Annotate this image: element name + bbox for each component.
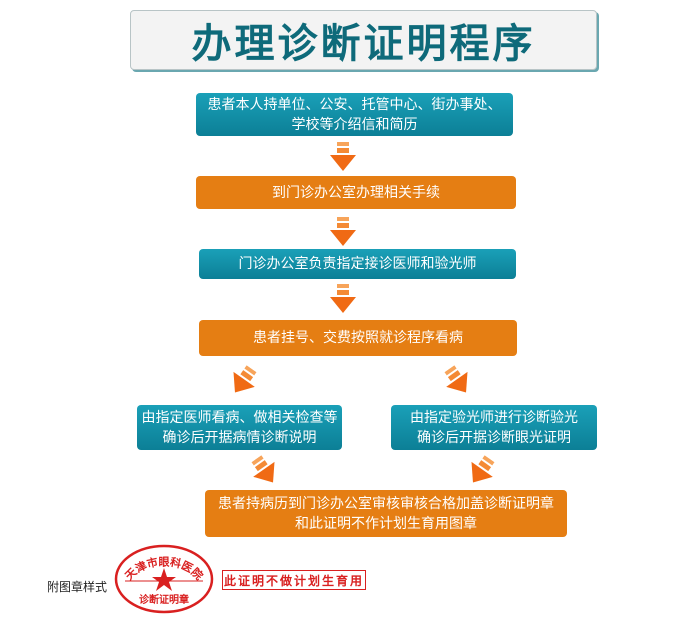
step-5a: 由指定医师看病、做相关检查等确诊后开据病情诊断说明 bbox=[137, 405, 342, 450]
arrow-down-icon bbox=[330, 284, 356, 313]
arrow-down-left-icon bbox=[233, 365, 257, 393]
arrow-down-left-icon bbox=[471, 455, 495, 483]
step-5b: 由指定验光师进行诊断验光确诊后开据诊断眼光证明 bbox=[391, 405, 597, 450]
step-6-line2: 和此证明不作计划生育用图章 bbox=[295, 515, 477, 532]
step-3: 门诊办公室负责指定接诊医师和验光师 bbox=[199, 249, 516, 279]
page-title: 办理诊断证明程序 bbox=[130, 10, 597, 70]
step-2: 到门诊办公室办理相关手续 bbox=[196, 176, 516, 209]
svg-text:诊断证明章: 诊断证明章 bbox=[139, 593, 189, 606]
arrow-down-right-icon bbox=[251, 455, 275, 483]
step-6-line1: 患者持病历到门诊办公室审核审核合格加盖诊断证明章 bbox=[218, 495, 554, 512]
step-5a-line1: 由指定医师看病、做相关检查等 bbox=[141, 409, 338, 426]
arrow-down-icon bbox=[330, 217, 356, 246]
step-4: 患者挂号、交费按照就诊程序看病 bbox=[199, 320, 517, 356]
step-5a-line2: 确诊后开据病情诊断说明 bbox=[162, 429, 317, 446]
stamp-sample-label: 附图章样式 bbox=[47, 580, 108, 594]
step-1: 患者本人持单位、公安、托管中心、街办事处、学校等介绍信和简历 bbox=[196, 93, 513, 136]
step-1-line2: 学校等介绍信和简历 bbox=[291, 116, 418, 133]
step-5b-line1: 由指定验光师进行诊断验光 bbox=[410, 409, 578, 426]
step-6: 患者持病历到门诊办公室审核审核合格加盖诊断证明章和此证明不作计划生育用图章 bbox=[205, 490, 567, 537]
notice-stamp: 此证明不做计划生育用 bbox=[222, 570, 366, 590]
arrow-down-right-icon bbox=[444, 365, 468, 393]
step-1-line1: 患者本人持单位、公安、托管中心、街办事处、 bbox=[207, 96, 502, 113]
step-5b-line2: 确诊后开据诊断眼光证明 bbox=[417, 429, 571, 446]
hospital-seal-icon: 天津市眼科医院 诊断证明章 bbox=[114, 544, 214, 614]
arrow-down-icon bbox=[330, 142, 356, 171]
